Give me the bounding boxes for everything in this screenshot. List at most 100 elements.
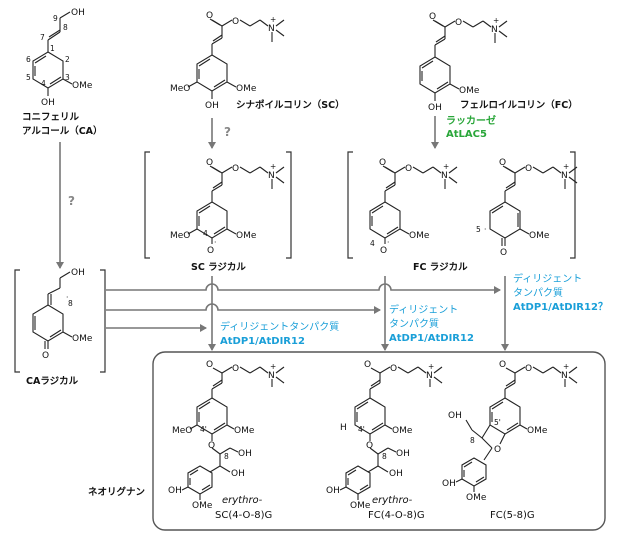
- svg-text:4: 4: [370, 239, 375, 248]
- svg-text:OH: OH: [396, 449, 410, 459]
- dirigent-right-line1: ディリジェント: [389, 303, 458, 316]
- dirigent-far-line2: タンパク質: [513, 286, 563, 299]
- svg-text:OMe: OMe: [466, 493, 487, 503]
- svg-text:4': 4': [358, 425, 365, 434]
- dirigent-right-line3: AtDP1/AtDIR12: [389, 333, 474, 344]
- coniferyl-alcohol-structure: OH OMe OH 9 8 7 1 2 3 4 5 6: [26, 8, 93, 108]
- svg-text:OH: OH: [71, 268, 85, 278]
- svg-text:OH: OH: [442, 479, 456, 489]
- svg-text:O: O: [500, 248, 507, 258]
- sinapoylcholine-structure: O O N + OMe MeO OH: [170, 11, 285, 111]
- svg-text:O: O: [232, 17, 239, 27]
- svg-text:O: O: [379, 158, 386, 168]
- ca-ome-label: OMe: [72, 81, 93, 91]
- svg-text:OMe: OMe: [192, 501, 213, 511]
- svg-text:O: O: [232, 164, 239, 174]
- sc-question-mark: ?: [224, 125, 231, 139]
- svg-text:OH: OH: [238, 449, 252, 459]
- sc-name: シナポイルコリン（SC）: [236, 99, 345, 111]
- laccase-label: ラッカーゼ: [446, 114, 496, 127]
- dirigent-far-line1: ディリジェント: [513, 272, 582, 285]
- svg-text:+: +: [443, 162, 449, 171]
- svg-text:·: ·: [214, 238, 216, 247]
- svg-text:OH: OH: [448, 411, 462, 421]
- svg-text:OH: OH: [389, 469, 403, 479]
- sc-radical-label: SC ラジカル: [191, 262, 246, 273]
- prod1-name: SC(4-O-8)G: [215, 510, 272, 521]
- sc-oh-label: OH: [205, 101, 219, 111]
- dirigent-far-line3: AtDP1/AtDIR12？: [513, 301, 608, 313]
- neolignan-box: [152, 351, 606, 531]
- sc-ome-label: OMe: [236, 84, 257, 94]
- atlac5-label: AtLAC5: [446, 129, 487, 140]
- svg-text:8: 8: [68, 299, 73, 308]
- svg-text:+: +: [563, 162, 569, 171]
- svg-text:N: N: [268, 371, 275, 381]
- svg-text:+: +: [428, 362, 434, 371]
- svg-text:O: O: [525, 164, 532, 174]
- prod2-name: FC(4-O-8)G: [368, 510, 425, 521]
- fc-oh-label: OH: [428, 103, 442, 113]
- prod2-prefix: erythro-: [372, 495, 413, 506]
- svg-text:O: O: [499, 360, 506, 370]
- svg-text:5': 5': [494, 418, 501, 427]
- svg-text:O: O: [364, 360, 371, 370]
- svg-text:N: N: [561, 371, 568, 381]
- svg-text:O: O: [525, 364, 532, 374]
- prod1-prefix: erythro-: [222, 495, 263, 506]
- svg-text:+: +: [563, 362, 569, 371]
- svg-text:4: 4: [41, 79, 46, 88]
- fc-name: フェルロイルコリン（FC）: [460, 99, 578, 111]
- svg-text:N: N: [491, 25, 498, 35]
- svg-text:OMe: OMe: [72, 334, 93, 344]
- svg-text:O: O: [207, 246, 214, 256]
- svg-text:O: O: [366, 441, 373, 451]
- svg-text:O: O: [206, 158, 213, 168]
- svg-text:O: O: [499, 158, 506, 168]
- svg-text:O: O: [232, 364, 239, 374]
- product-sc-4o8g: O O N + OMe MeO O 4' 8 OH OH OH OMe: [168, 360, 285, 511]
- ca-question-mark: ?: [68, 194, 75, 208]
- svg-text:·: ·: [484, 225, 486, 234]
- svg-text:MeO: MeO: [170, 231, 190, 241]
- svg-text:+: +: [493, 16, 499, 25]
- svg-text:O: O: [494, 445, 501, 455]
- svg-text:OMe: OMe: [350, 501, 371, 511]
- svg-text:8: 8: [224, 452, 229, 461]
- svg-text:N: N: [426, 371, 433, 381]
- svg-text:+: +: [270, 15, 276, 24]
- sc-radical-structure: O O N + OMe MeO O · 4: [144, 151, 292, 259]
- svg-text:OMe: OMe: [527, 426, 548, 436]
- svg-text:4: 4: [203, 229, 208, 238]
- svg-text:OMe: OMe: [409, 231, 430, 241]
- svg-text:2: 2: [65, 55, 70, 64]
- svg-text:+: +: [270, 362, 276, 371]
- ca-phenol-oh-label: OH: [41, 98, 55, 108]
- sc-meo-label: MeO: [170, 84, 190, 94]
- ca-radical-structure: OH · 8 OMe O: [14, 268, 106, 373]
- svg-text:·: ·: [66, 293, 68, 302]
- prod3-name: FC(5-8)G: [490, 510, 535, 521]
- svg-text:6: 6: [26, 55, 31, 64]
- svg-text:N: N: [441, 171, 448, 181]
- feruloylcholine-structure: O O N + OMe OH: [419, 12, 508, 113]
- svg-text:7: 7: [40, 33, 45, 42]
- svg-text:MeO: MeO: [172, 426, 192, 436]
- dirigent-mid-line2: AtDP1/AtDIR12: [220, 336, 305, 347]
- svg-text:5: 5: [26, 73, 31, 82]
- svg-text:OH: OH: [326, 486, 340, 496]
- svg-text:8: 8: [63, 23, 68, 32]
- svg-text:8: 8: [470, 436, 475, 445]
- svg-text:O: O: [380, 246, 387, 256]
- svg-text:OMe: OMe: [392, 426, 413, 436]
- svg-text:N: N: [561, 171, 568, 181]
- fc-ome-label: OMe: [459, 86, 480, 96]
- svg-text:9: 9: [53, 14, 58, 23]
- svg-text:N: N: [268, 171, 275, 181]
- product-fc-58g: O O N + OMe O 5' 8 OH OH OMe: [442, 360, 578, 503]
- svg-text:OH: OH: [231, 469, 245, 479]
- svg-text:OMe: OMe: [236, 231, 257, 241]
- svg-text:N: N: [268, 24, 275, 34]
- svg-text:O: O: [390, 364, 397, 374]
- svg-text:OH: OH: [168, 486, 182, 496]
